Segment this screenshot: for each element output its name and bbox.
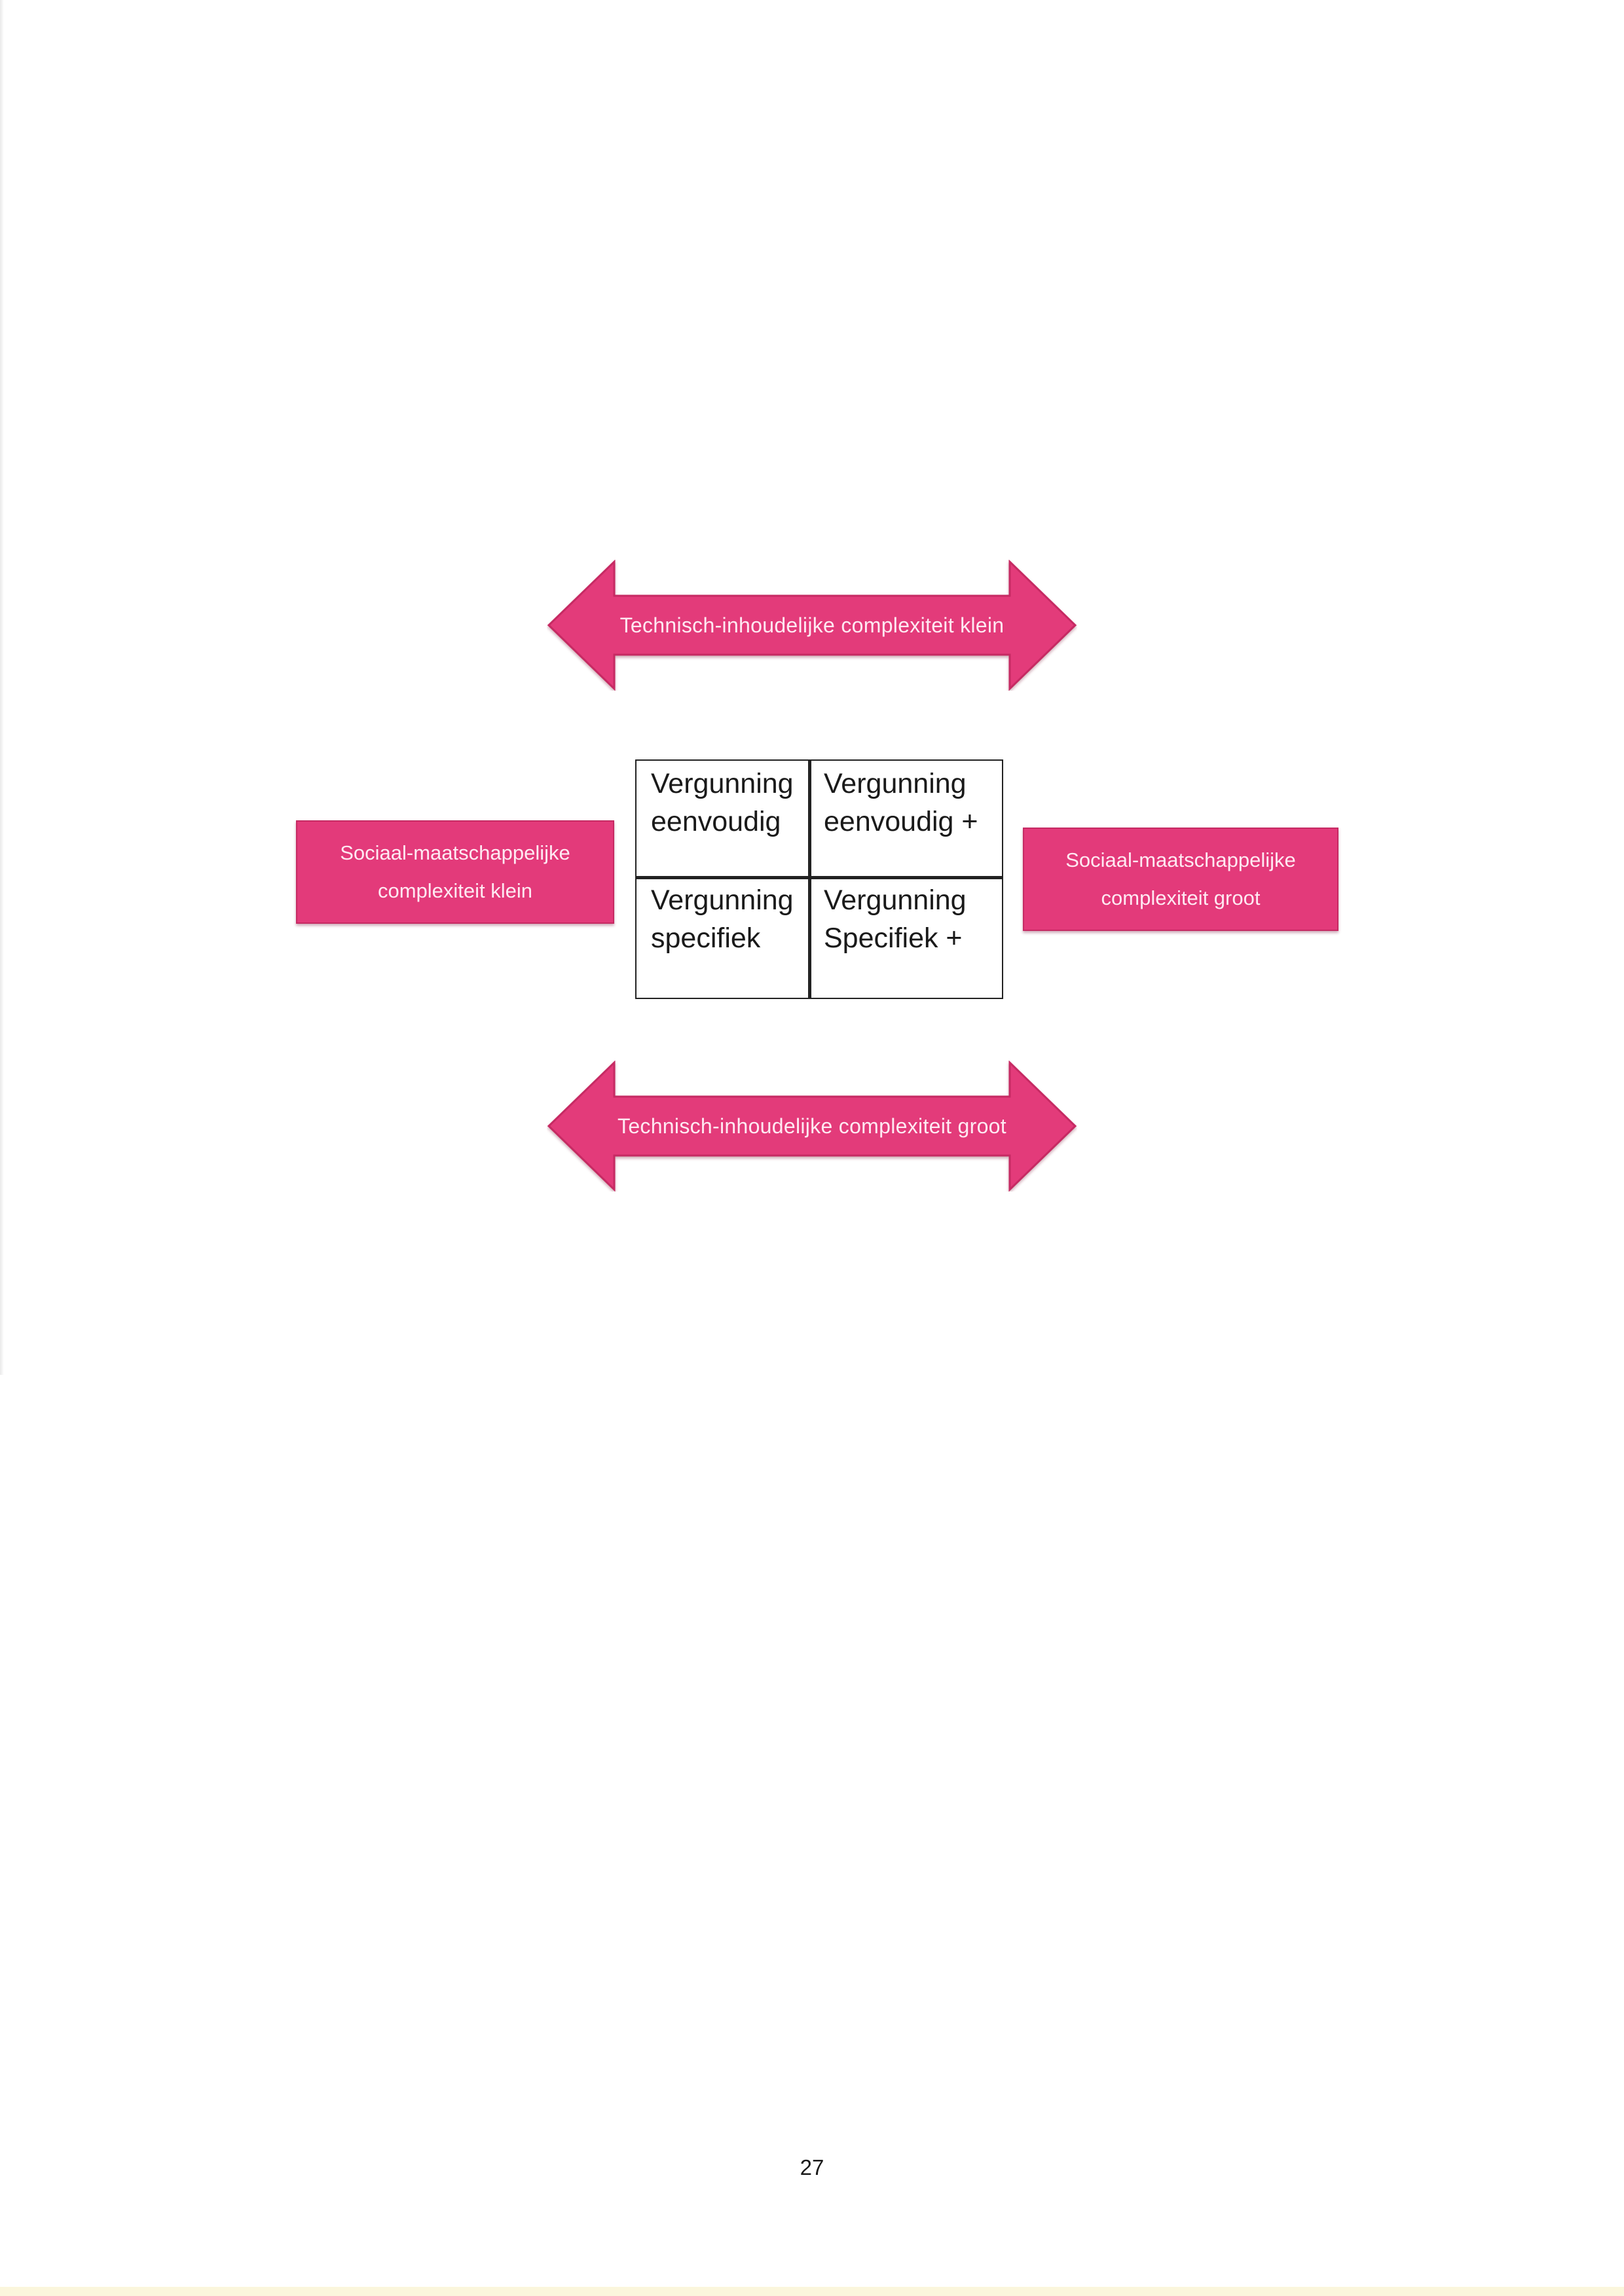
side-right-line2: complexiteit groot bbox=[1101, 886, 1261, 909]
cell-bl-line1: Vergunning bbox=[651, 884, 794, 916]
double-arrow-icon bbox=[547, 1061, 1077, 1192]
arrow-technical-complexity-small: Technisch-inhoudelijke complexiteit klei… bbox=[547, 560, 1077, 691]
matrix-cell-top-left: Vergunning eenvoudig bbox=[637, 761, 809, 877]
permit-matrix: Vergunning eenvoudig Vergunning eenvoudi… bbox=[635, 759, 1003, 999]
matrix-horizontal-divider bbox=[637, 876, 1002, 879]
double-arrow-icon bbox=[547, 560, 1077, 691]
scan-bottom-edge bbox=[0, 2287, 1624, 2296]
social-complexity-small-box: Sociaal-maatschappelijke complexiteit kl… bbox=[296, 820, 614, 924]
scan-edge bbox=[0, 0, 4, 1375]
matrix-cell-top-right: Vergunning eenvoudig + bbox=[809, 761, 1002, 877]
cell-br-line2: Specifiek + bbox=[824, 922, 963, 954]
cell-tl-line2: eenvoudig bbox=[651, 806, 781, 837]
cell-br-line1: Vergunning bbox=[824, 884, 967, 916]
cell-tr-line1: Vergunning bbox=[824, 768, 967, 799]
side-left-line1: Sociaal-maatschappelijke bbox=[340, 841, 570, 864]
page-number: 27 bbox=[800, 2155, 824, 2179]
social-complexity-large-box: Sociaal-maatschappelijke complexiteit gr… bbox=[1023, 828, 1338, 931]
matrix-vertical-divider bbox=[808, 761, 811, 998]
matrix-cell-bottom-left: Vergunning specifiek bbox=[637, 877, 809, 998]
side-right-line1: Sociaal-maatschappelijke bbox=[1065, 848, 1296, 871]
arrow-technical-complexity-large: Technisch-inhoudelijke complexiteit groo… bbox=[547, 1061, 1077, 1192]
matrix-cell-bottom-right: Vergunning Specifiek + bbox=[809, 877, 1002, 998]
cell-bl-line2: specifiek bbox=[651, 922, 761, 954]
arrow-top-label: Technisch-inhoudelijke complexiteit klei… bbox=[619, 613, 1005, 637]
cell-tr-line2: eenvoudig + bbox=[824, 806, 978, 837]
cell-tl-line1: Vergunning bbox=[651, 768, 794, 799]
side-left-line2: complexiteit klein bbox=[377, 879, 533, 902]
arrow-bottom-label: Technisch-inhoudelijke complexiteit groo… bbox=[618, 1114, 1006, 1138]
